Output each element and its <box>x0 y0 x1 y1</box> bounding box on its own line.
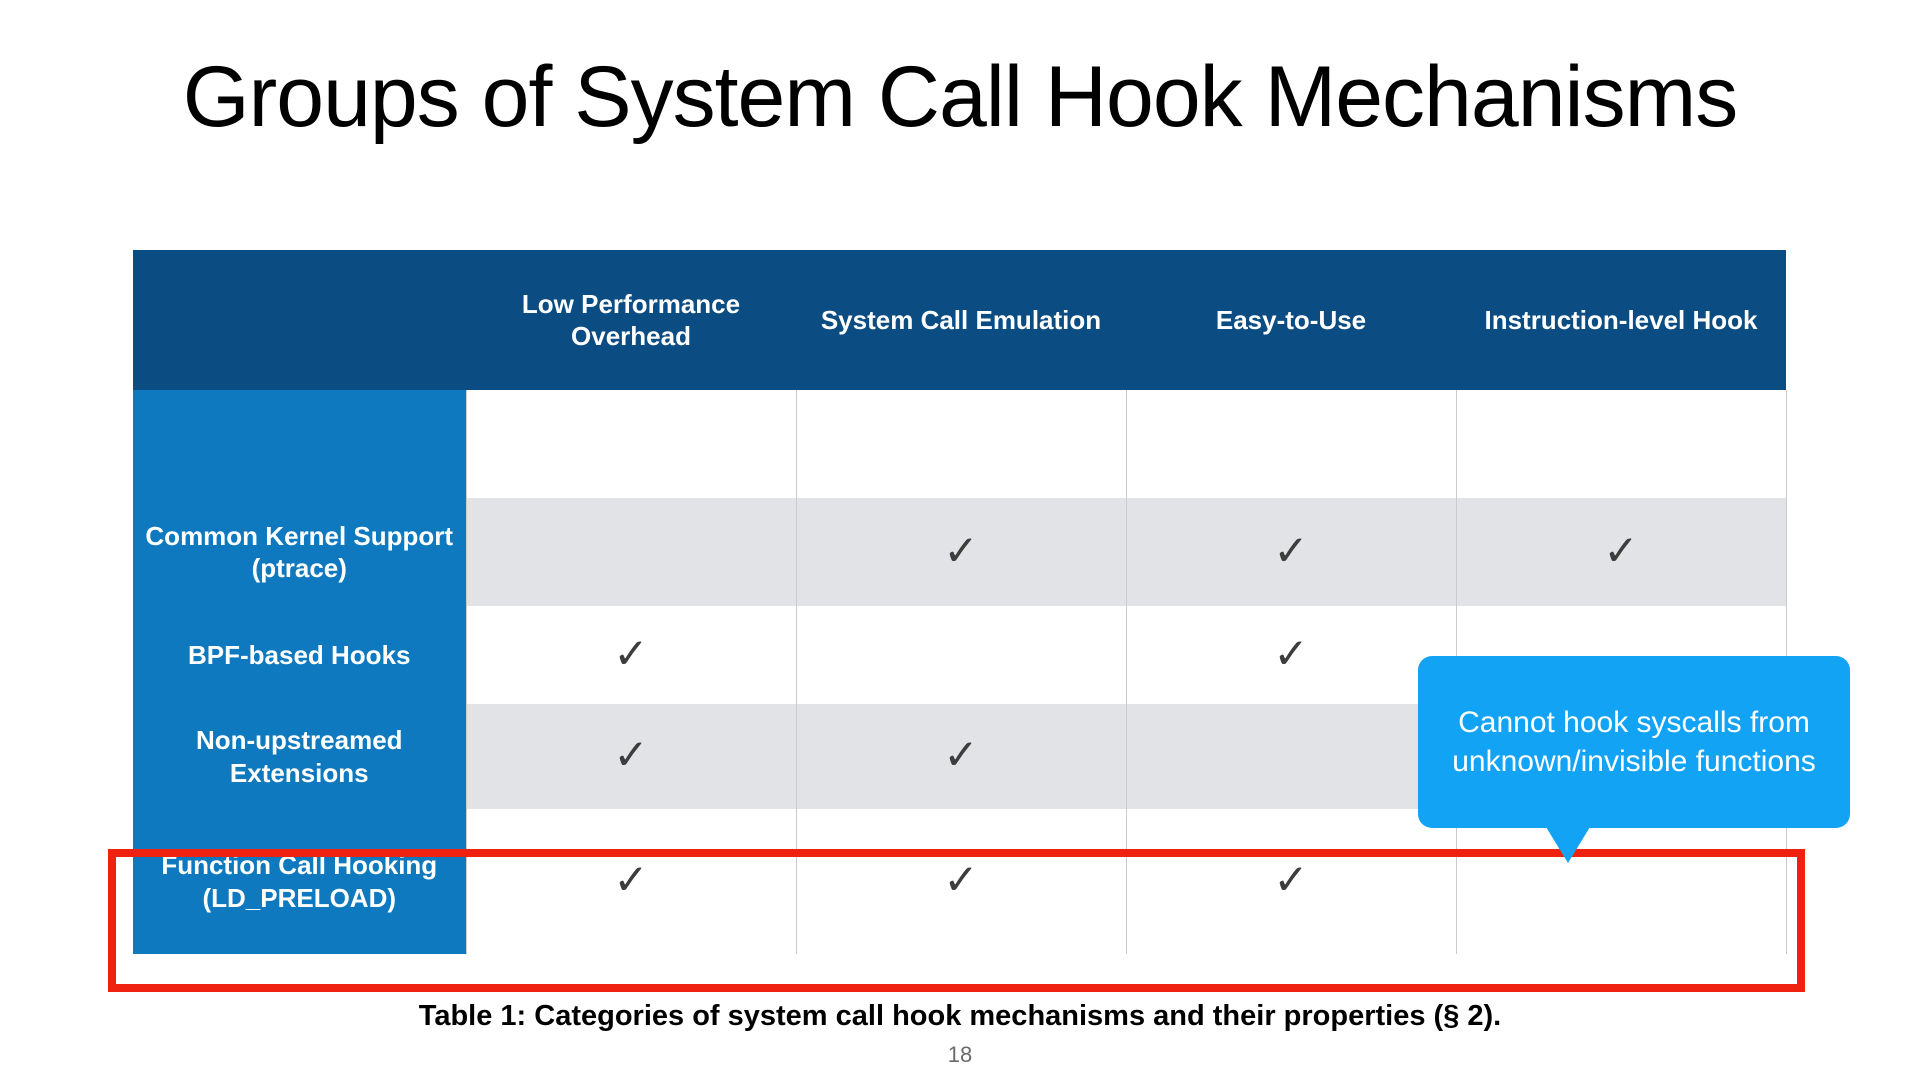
check-icon: ✓ <box>613 856 649 903</box>
column-header-system-call-emulation: System Call Emulation <box>796 250 1126 390</box>
table-row <box>133 390 1787 498</box>
table-row: Common Kernel Support (ptrace) ✓ ✓ ✓ <box>133 498 1787 606</box>
hook-mechanisms-table: Low Performance Overhead System Call Emu… <box>133 250 1787 954</box>
cell-ptrace-low-performance-overhead <box>465 498 797 606</box>
cell-blank-easy-to-use <box>1125 390 1457 498</box>
table-header: Low Performance Overhead System Call Emu… <box>133 250 1786 390</box>
cell-nonupstreamed-low-performance-overhead: ✓ <box>465 704 797 809</box>
check-icon: ✓ <box>943 856 979 903</box>
check-icon: ✓ <box>613 731 649 778</box>
cell-blank-system-call-emulation <box>795 390 1127 498</box>
check-icon: ✓ <box>1273 856 1309 903</box>
cell-blank-instruction-level-hook <box>1455 390 1787 498</box>
page-title: Groups of System Call Hook Mechanisms <box>182 49 1739 145</box>
cell-blank-low-performance-overhead <box>465 390 797 498</box>
page-number: 18 <box>947 1042 973 1067</box>
row-label-function-call-hooking: Function Call Hooking (LD_PRELOAD) <box>133 809 466 954</box>
cell-functioncallhooking-system-call-emulation: ✓ <box>795 809 1127 954</box>
check-icon: ✓ <box>943 731 979 778</box>
callout-bubble: Cannot hook syscalls from unknown/invisi… <box>1418 656 1850 828</box>
check-icon: ✓ <box>1273 526 1309 574</box>
row-label-blank <box>133 390 466 498</box>
check-icon: ✓ <box>613 629 649 677</box>
cell-bpf-low-performance-overhead: ✓ <box>465 606 797 704</box>
table-corner-cell <box>133 250 466 390</box>
table-row: Function Call Hooking (LD_PRELOAD) ✓ ✓ ✓ <box>133 809 1787 954</box>
cell-functioncallhooking-easy-to-use: ✓ <box>1125 809 1457 954</box>
check-icon: ✓ <box>1273 629 1309 677</box>
column-header-easy-to-use: Easy-to-Use <box>1126 250 1456 390</box>
cell-ptrace-easy-to-use: ✓ <box>1125 498 1457 606</box>
check-icon: ✓ <box>1603 526 1639 574</box>
callout-tail-icon <box>1546 827 1590 863</box>
cell-nonupstreamed-easy-to-use <box>1125 704 1457 809</box>
table-row: BPF-based Hooks ✓ ✓ <box>133 606 1787 704</box>
row-label-bpf-based-hooks: BPF-based Hooks <box>133 606 466 704</box>
cell-ptrace-instruction-level-hook: ✓ <box>1455 498 1787 606</box>
check-icon: ✓ <box>943 526 979 574</box>
table-caption: Table 1: Categories of system call hook … <box>418 1000 1502 1032</box>
cell-bpf-easy-to-use: ✓ <box>1125 606 1457 704</box>
cell-bpf-system-call-emulation <box>795 606 1127 704</box>
column-header-instruction-level-hook: Instruction-level Hook <box>1456 250 1786 390</box>
row-label-common-kernel-support-ptrace: Common Kernel Support (ptrace) <box>133 498 466 606</box>
callout-text: Cannot hook syscalls from unknown/invisi… <box>1452 706 1816 778</box>
cell-nonupstreamed-system-call-emulation: ✓ <box>795 704 1127 809</box>
column-header-low-performance-overhead: Low Performance Overhead <box>466 250 796 390</box>
cell-functioncallhooking-instruction-level-hook <box>1455 809 1787 954</box>
cell-functioncallhooking-low-performance-overhead: ✓ <box>465 809 797 954</box>
row-label-non-upstreamed-extensions: Non-upstreamed Extensions <box>133 704 466 809</box>
table-header-row: Low Performance Overhead System Call Emu… <box>133 250 1786 390</box>
cell-ptrace-system-call-emulation: ✓ <box>795 498 1127 606</box>
